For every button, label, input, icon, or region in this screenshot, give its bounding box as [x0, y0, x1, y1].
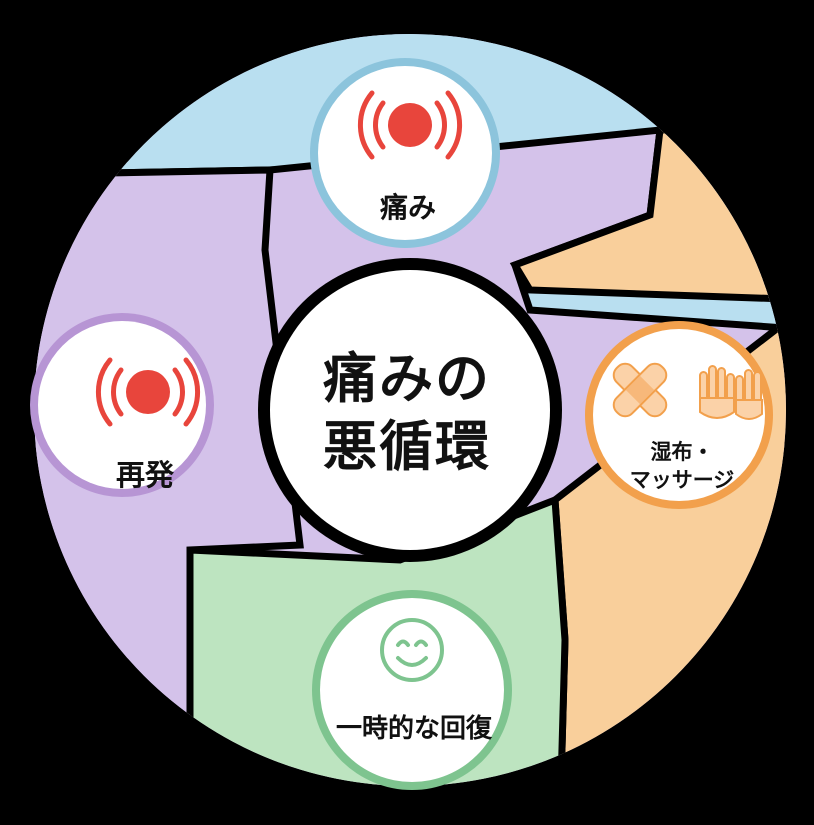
center-title-line1: 痛みの — [323, 347, 491, 410]
node-compress-label-line2: マッサージ — [629, 468, 735, 492]
hands-icon — [699, 365, 763, 420]
node-temporary-recovery — [312, 590, 512, 790]
center-title: 痛みの 悪循環 — [323, 345, 491, 481]
pain-signal-icon — [357, 90, 463, 160]
node-compress-massage — [585, 321, 773, 509]
smile-face-icon — [380, 618, 444, 682]
node-relapse — [30, 313, 214, 497]
node-compress-label: 湿布・ マッサージ — [630, 438, 735, 494]
center-circle — [270, 270, 550, 550]
node-recovery-label: 一時的な回復 — [335, 714, 493, 744]
bandage-icon — [612, 362, 668, 418]
node-relapse-label: 再発 — [115, 458, 175, 492]
pain-signal-icon — [95, 357, 201, 427]
node-pain-label: 痛み — [379, 191, 437, 224]
node-pain — [310, 58, 500, 248]
node-relapse-circle — [38, 321, 206, 489]
node-recovery-circle — [320, 598, 504, 782]
center-title-line2: 悪循環 — [323, 415, 491, 478]
node-compress-label-line1: 湿布・ — [650, 440, 714, 464]
